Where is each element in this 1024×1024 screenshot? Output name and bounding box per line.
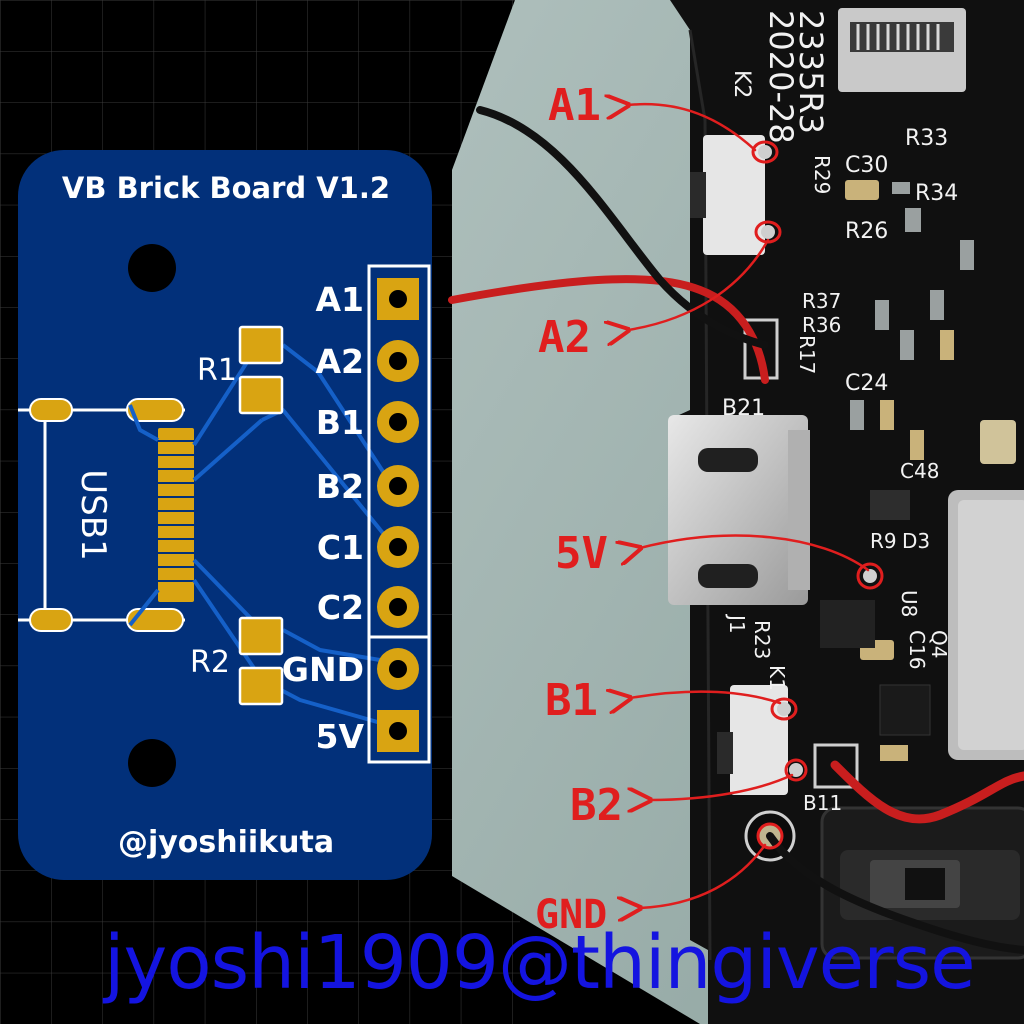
pcb-photo: 2335R3 2020-28 K2 R33 C30 R34 R29 R26 R3… <box>448 0 1024 1024</box>
callout-arrows <box>628 104 870 908</box>
silk-d3: D3 <box>902 529 930 553</box>
usb-signal-pads <box>158 428 194 602</box>
board-credit: @jyoshiikuta <box>118 825 334 860</box>
silk-date: 2020-28 <box>762 10 800 144</box>
pin-label-c2: C2 <box>317 588 364 627</box>
connector-k2 <box>703 135 765 255</box>
silk-r37: R37 <box>802 289 841 313</box>
wires <box>448 106 1024 954</box>
usb-label: USB1 <box>73 469 113 560</box>
pin-label-a2: A2 <box>315 342 364 381</box>
silk-q4: Q4 <box>927 630 951 658</box>
pcb-board: VB Brick Board V1.2 USB1 R1 R2 A1 A2 B1 … <box>18 150 432 880</box>
resistor-r1-label: R1 <box>197 353 237 388</box>
mounting-hole <box>128 739 176 787</box>
callout-b2: B2 <box>570 780 623 831</box>
silk-j1: J1 <box>725 613 749 634</box>
callout-a2: A2 <box>538 312 591 363</box>
silk-r33: R33 <box>905 126 948 151</box>
mounting-hole <box>128 244 176 292</box>
silk-c48: C48 <box>900 459 939 483</box>
resistor-r1-pads <box>238 325 284 415</box>
board-title: VB Brick Board V1.2 <box>62 171 390 205</box>
slide-switch <box>820 806 1024 960</box>
silk-u8: U8 <box>897 590 921 617</box>
silk-r9: R9 <box>870 529 897 553</box>
pin-label-gnd: GND <box>282 650 364 689</box>
silk-b21: B21 <box>722 396 765 421</box>
pad-highlights <box>751 140 884 850</box>
callout-labels: A1 A2 5V B1 B2 GND <box>535 80 623 938</box>
silk-r36: R36 <box>802 313 841 337</box>
pin-labels: A1 A2 B1 B2 C1 C2 GND 5V <box>282 280 365 756</box>
silk-r26: R26 <box>845 219 888 244</box>
silk-c30: C30 <box>845 153 888 178</box>
pin-label-c1: C1 <box>317 528 364 567</box>
usb-shield-pads <box>29 398 184 632</box>
silk-c24: C24 <box>845 371 888 396</box>
callout-a1: A1 <box>548 80 601 131</box>
pin-header-pads <box>377 278 419 752</box>
silk-k1: K1 <box>765 665 789 691</box>
pin-label-b2: B2 <box>316 467 364 506</box>
smd-components <box>820 180 1016 761</box>
silk-b11: B11 <box>803 791 842 815</box>
photo-silkscreen: 2335R3 2020-28 K2 R33 C30 R34 R29 R26 R3… <box>722 10 958 815</box>
callout-5v: 5V <box>555 528 608 579</box>
silk-c16: C16 <box>905 630 929 669</box>
micro-usb-port <box>668 415 810 605</box>
resistor-r2-label: R2 <box>190 645 230 680</box>
pin-label-a1: A1 <box>315 280 364 319</box>
callout-gnd: GND <box>535 892 607 938</box>
pin-label-5v: 5V <box>315 717 364 756</box>
callout-b1: B1 <box>545 675 598 726</box>
pin-label-b1: B1 <box>316 403 364 442</box>
silk-k2: K2 <box>729 70 754 98</box>
silk-r34: R34 <box>915 181 958 206</box>
resistor-r2-pads <box>238 616 284 706</box>
silk-r23: R23 <box>750 620 774 659</box>
watermark: jyoshi1909@thingiverse <box>104 920 976 1006</box>
silk-r17: R17 <box>795 335 819 374</box>
silk-ic-code: 2335R3 <box>792 10 830 134</box>
silk-r29: R29 <box>810 155 834 194</box>
pin-header-outline <box>367 264 431 764</box>
